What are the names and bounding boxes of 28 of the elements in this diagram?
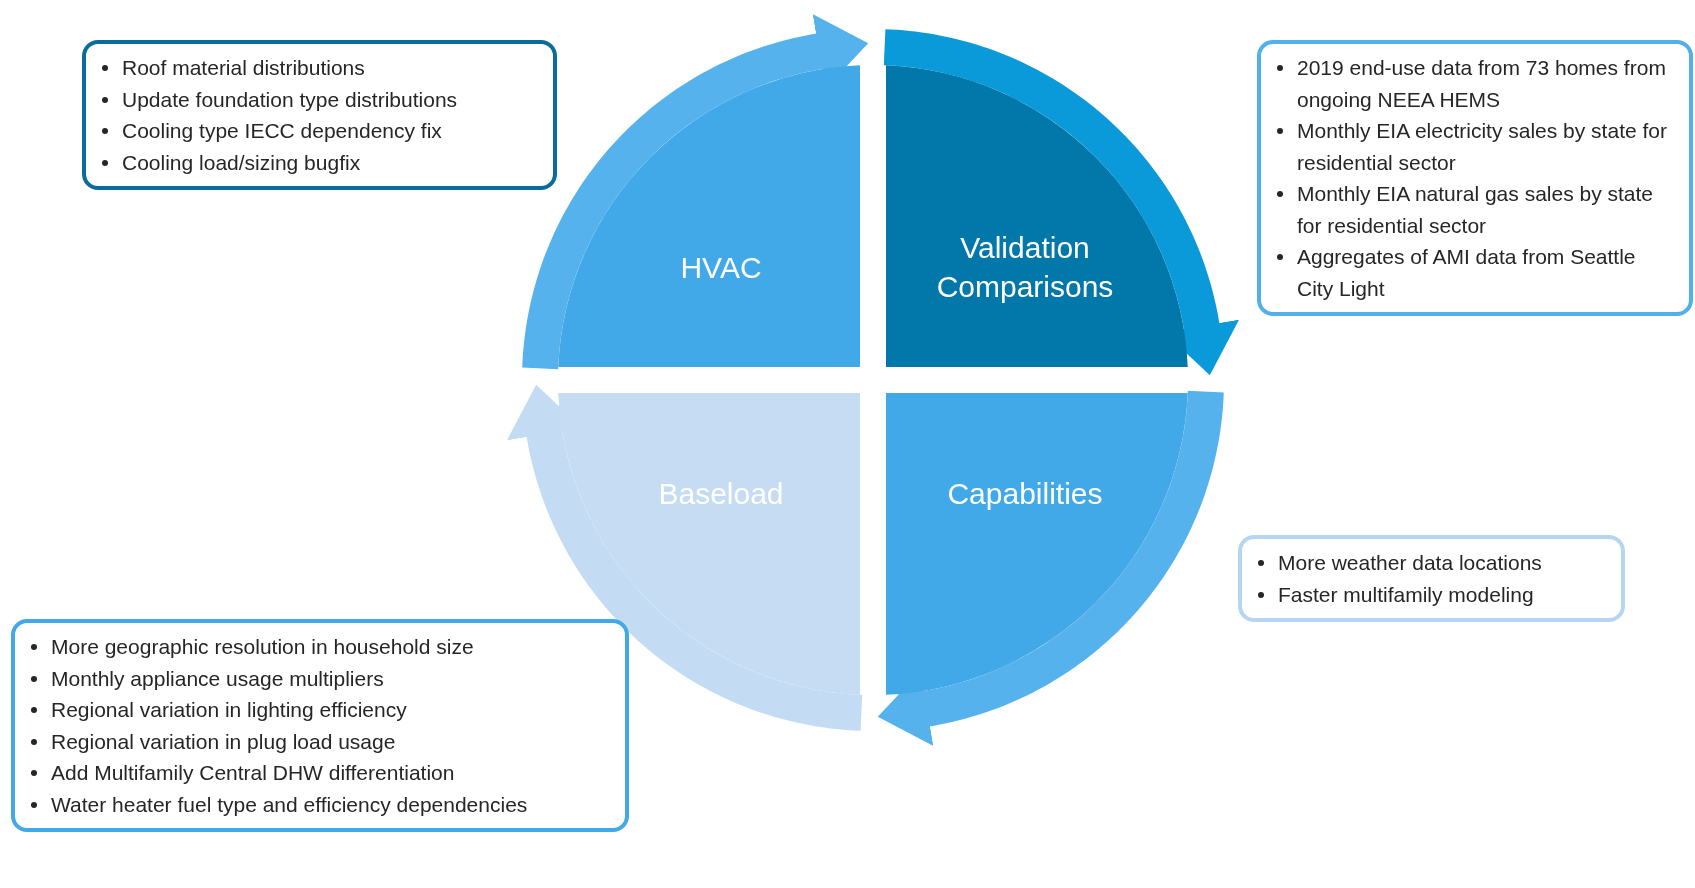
bullet-text: Regional variation in plug load usage	[51, 729, 396, 753]
bullet-text: Cooling type IECC dependency fix	[122, 119, 442, 142]
bullet-text: More geographic resolution in household size	[51, 635, 474, 658]
quadrant-segment	[558, 65, 860, 367]
callout-box	[1257, 40, 1693, 316]
bullet-text: Cooling load/sizing bugfix	[122, 150, 361, 174]
bullet-text: Monthly EIA natural gas sales by state for residential sector	[1297, 182, 1654, 237]
bullet-text: Monthly appliance usage multipliers	[51, 666, 384, 690]
bullet-text: Monthly EIA electricity sales by state for residential sector	[1297, 119, 1667, 174]
quadrant-label: Capabilities	[946, 475, 1104, 512]
bullet-text: Regional variation in lighting efficiency	[51, 698, 407, 721]
quadrant-label: HVAC	[679, 249, 763, 286]
callout-box	[1238, 535, 1625, 622]
quadrant-segment	[886, 393, 1188, 695]
bullet-text: Add Multifamily Central DHW differentiation	[51, 761, 455, 784]
callout-box	[82, 40, 557, 190]
bullet-text: Water heater fuel type and efficiency dependencies	[51, 792, 528, 816]
bullet-text: Update foundation type distributions	[122, 87, 458, 111]
quadrant-segment	[558, 393, 860, 695]
bullet-text: More weather data locations	[1278, 551, 1542, 574]
quadrant-segment	[886, 65, 1188, 367]
callout-box	[11, 619, 629, 832]
quadrant-label: Baseload	[657, 475, 785, 512]
bullet-text: 2019 end-use data from 73 homes from ongoing NEEA HEMS	[1297, 56, 1666, 111]
bullet-text: Faster multifamily modeling	[1278, 582, 1534, 606]
bullet-text: Aggregates of AMI data from Seattle City Light	[1297, 245, 1636, 300]
bullet-text: Roof material distributions	[122, 56, 365, 79]
quadrant-label: Validation Comparisons	[935, 230, 1115, 305]
